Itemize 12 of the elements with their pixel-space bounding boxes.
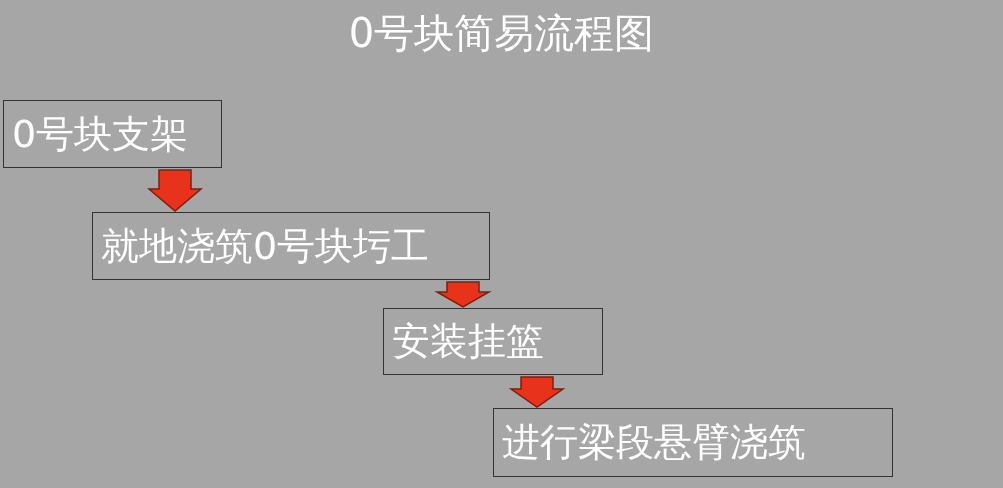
block-arrow — [434, 281, 492, 308]
process-box — [92, 212, 490, 280]
box-label: 进行梁段悬臂浇筑 — [502, 419, 806, 466]
process-box — [383, 308, 603, 375]
process-box — [3, 100, 222, 168]
box-label: 安装挂篮 — [392, 318, 544, 365]
block-arrow — [508, 376, 566, 408]
box-label: 就地浇筑0号块圬工 — [101, 222, 430, 270]
block-arrow — [146, 169, 204, 212]
diagram-title: 0号块简易流程图 — [347, 9, 656, 58]
process-box — [493, 408, 893, 477]
box-label: 0号块支架 — [12, 110, 189, 158]
